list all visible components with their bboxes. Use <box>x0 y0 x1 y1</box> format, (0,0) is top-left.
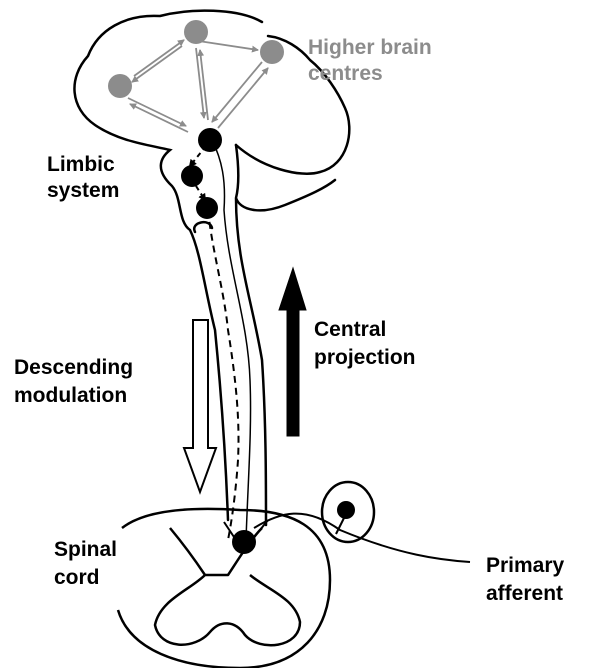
higher-centre-node-top <box>184 20 208 44</box>
higher-centre-arrows <box>128 40 268 132</box>
limbic-node-2 <box>196 197 218 219</box>
higher-centre-node-right <box>260 40 284 64</box>
thalamus-node <box>198 128 222 152</box>
limbic-label-line1: Limbic <box>47 153 115 176</box>
descending-modulation-arrow <box>184 320 216 492</box>
limbic-label-line2: system <box>47 179 119 202</box>
central-projection-fiber <box>212 140 251 540</box>
higher-brain-label-line2: centres <box>308 62 383 85</box>
descending-modulation-fiber <box>208 210 239 540</box>
primary-label-line2: afferent <box>486 582 563 605</box>
dorsal-root-ganglion-soma <box>337 501 355 519</box>
limbic-node-1 <box>181 165 203 187</box>
central-label-line1: Central <box>314 318 386 341</box>
higher-brain-label-line1: Higher brain <box>308 36 432 59</box>
spinal-grey-matter <box>155 528 300 645</box>
central-projection-arrow <box>279 268 306 436</box>
higher-centre-node-left <box>108 74 132 98</box>
descending-label-line1: Descending <box>14 356 133 379</box>
spinal-cord-outline <box>118 509 330 668</box>
descending-label-line2: modulation <box>14 384 127 407</box>
primary-label-line1: Primary <box>486 554 565 577</box>
spinal-label-line1: Spinal <box>54 538 117 561</box>
spinal-label-line2: cord <box>54 566 100 589</box>
central-label-line2: projection <box>314 346 416 369</box>
